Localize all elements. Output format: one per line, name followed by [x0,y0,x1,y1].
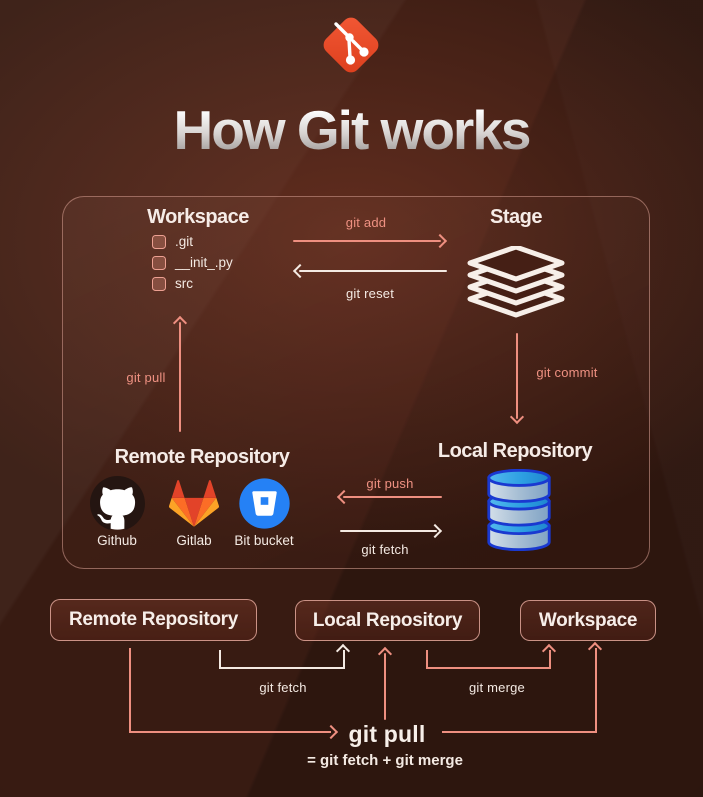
gitpull-to-workspace-path [442,648,597,733]
git-add-arrow [293,240,441,242]
bottom-git-fetch-label: git fetch [259,680,307,695]
folder-icon [152,276,166,291]
folder-icon [152,234,166,249]
workspace-file-init: __init_.py [152,255,233,270]
remote-to-gitpull-path [129,648,331,733]
git-fetch-arrow [340,530,437,532]
git-push-arrow [343,496,442,498]
file-name: __init_.py [175,255,233,270]
git-pull-equation: = git fetch + git merge [307,752,463,769]
stage-heading: Stage [490,206,542,228]
github-icon [90,476,145,536]
workspace-file-src: src [152,276,193,291]
bitbucket-label: Bit bucket [234,533,294,548]
file-name: src [175,276,193,291]
git-add-label: git add [345,215,387,230]
git-commit-arrow [516,333,518,419]
workspace-box: Workspace [520,600,656,641]
git-fetch-label: git fetch [361,542,409,557]
git-reset-label: git reset [345,286,395,301]
gitlab-icon [168,479,220,534]
gitlab-label: Gitlab [176,533,212,548]
bottom-git-fetch-path [219,650,345,669]
remote-repository-heading: Remote Repository [114,446,290,468]
bottom-git-merge-path [426,650,551,669]
gitpull-to-local-arrow [384,653,386,720]
workspace-box-label: Workspace [538,609,638,631]
database-icon [485,468,553,556]
git-reset-arrow [299,270,447,272]
local-repository-heading: Local Repository [437,440,593,462]
layers-icon [462,244,570,323]
bottom-git-pull-label: git pull [348,721,426,747]
local-repository-box: Local Repository [295,600,480,641]
workspace-heading: Workspace [147,206,249,228]
page-title: How Git works [0,98,703,162]
workspace-file-git: .git [152,234,193,249]
git-push-label: git push [366,476,414,491]
local-repository-box-label: Local Repository [312,609,463,631]
git-logo-icon [319,13,383,77]
bottom-git-merge-label: git merge [469,680,525,695]
gitpull-to-local-arrowhead [377,646,393,662]
folder-icon [152,255,166,270]
bitbucket-icon [238,477,291,535]
remote-repository-box: Remote Repository [50,599,257,641]
git-pull-arrow [179,322,181,432]
file-name: .git [175,234,194,249]
github-label: Github [97,533,137,548]
git-pull-label: git pull [126,370,166,385]
git-commit-label: git commit [536,365,598,380]
remote-repository-box-label: Remote Repository [68,609,239,630]
